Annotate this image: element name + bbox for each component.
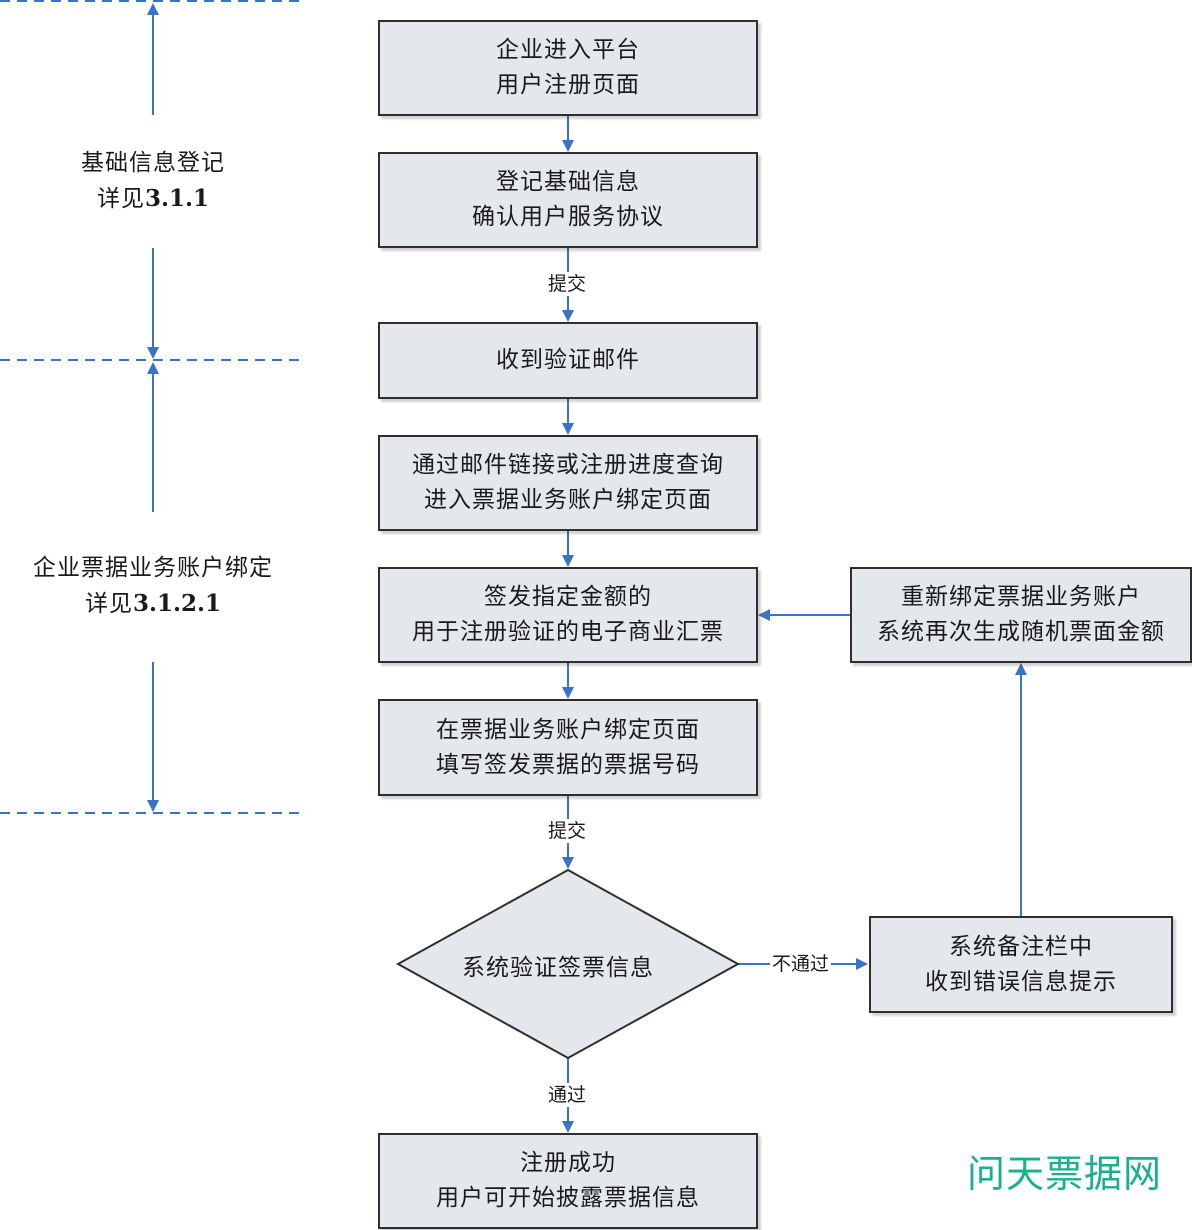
step-text-line1: 收到验证邮件 xyxy=(496,347,640,373)
watermark-logo: 问天票据网 xyxy=(966,1152,1162,1196)
phase-label-account-binding: 企业票据业务账户绑定 详见3.1.2.1 xyxy=(10,550,296,622)
step-register-basic-info: 登记基础信息 确认用户服务协议 xyxy=(378,152,758,248)
step-text-line1: 登记基础信息 xyxy=(496,169,640,195)
phase-ref-number: 3.1.2.1 xyxy=(132,590,222,617)
step-receive-email: 收到验证邮件 xyxy=(378,322,758,399)
step-text-line1: 企业进入平台 xyxy=(496,37,640,63)
edge-label-submit: 提交 xyxy=(546,819,589,843)
phase-title: 基础信息登记 xyxy=(81,150,225,176)
step-text-line2: 用户注册页面 xyxy=(496,72,640,98)
decision-diamond xyxy=(395,868,741,1060)
phase-label-basic-info: 基础信息登记 详见3.1.1 xyxy=(40,145,266,217)
step-fill-bill-number: 在票据业务账户绑定页面 填写签发票据的票据号码 xyxy=(378,699,758,796)
phase-ref-number: 3.1.1 xyxy=(144,185,210,212)
step-text-line1: 系统备注栏中 xyxy=(949,933,1093,960)
phase-ref-prefix: 详见 xyxy=(84,591,133,617)
step-text-line2: 收到错误信息提示 xyxy=(925,968,1117,995)
step-text-line2: 系统再次生成随机票面金额 xyxy=(877,619,1165,645)
step-text-line2: 用户可开始披露票据信息 xyxy=(436,1185,700,1211)
step-text-line1: 注册成功 xyxy=(520,1150,616,1176)
phase-title: 企业票据业务账户绑定 xyxy=(33,555,273,581)
step-text-line1: 重新绑定票据业务账户 xyxy=(901,584,1141,610)
step-text-line2: 用于注册验证的电子商业汇票 xyxy=(412,619,724,645)
edge-label-submit: 提交 xyxy=(546,272,589,296)
step-register-success: 注册成功 用户可开始披露票据信息 xyxy=(378,1133,758,1229)
step-rebind-account: 重新绑定票据业务账户 系统再次生成随机票面金额 xyxy=(850,567,1192,663)
step-text-line1: 签发指定金额的 xyxy=(484,584,652,610)
step-issue-bill: 签发指定金额的 用于注册验证的电子商业汇票 xyxy=(378,567,758,663)
step-text-line2: 进入票据业务账户绑定页面 xyxy=(424,487,712,513)
step-enter-binding-page: 通过邮件链接或注册进度查询 进入票据业务账户绑定页面 xyxy=(378,435,758,531)
step-enter-platform: 企业进入平台 用户注册页面 xyxy=(378,20,758,116)
step-text-line2: 填写签发票据的票据号码 xyxy=(436,751,700,778)
edge-label-fail: 不通过 xyxy=(770,952,832,976)
step-error-message: 系统备注栏中 收到错误信息提示 xyxy=(869,916,1173,1013)
step-text-line1: 通过邮件链接或注册进度查询 xyxy=(412,452,724,478)
decision-label: 系统验证签票信息 xyxy=(462,955,654,981)
step-text-line2: 确认用户服务协议 xyxy=(472,204,664,230)
phase-ref-prefix: 详见 xyxy=(96,186,145,212)
edge-label-pass: 通过 xyxy=(546,1083,589,1107)
step-text-line1: 在票据业务账户绑定页面 xyxy=(436,716,700,743)
